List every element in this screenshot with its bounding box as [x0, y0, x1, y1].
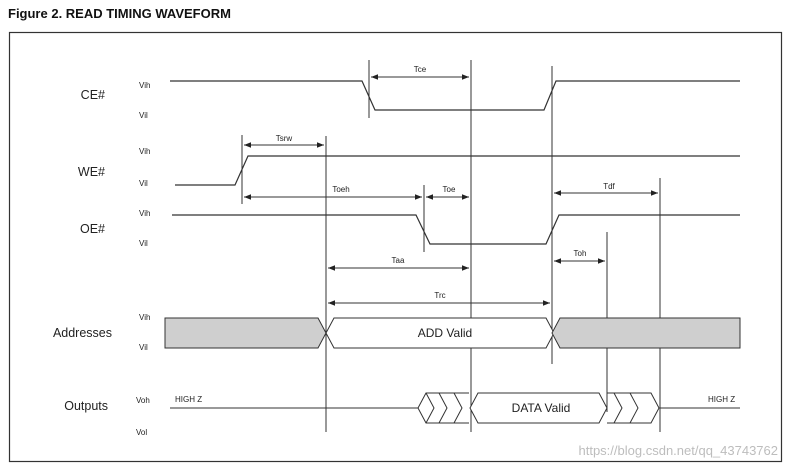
output-data-valid-region: [469, 392, 608, 424]
tce-dimension: Tce: [371, 65, 469, 80]
address-invalid-right: [551, 317, 741, 349]
toe-label: Toe: [443, 185, 456, 194]
output-transition-left: [417, 392, 469, 424]
oe-waveform: [172, 214, 740, 245]
taa-dimension: Taa: [328, 256, 469, 271]
watermark-text: https://blog.csdn.net/qq_43743762: [579, 443, 779, 458]
toh-dimension: Toh: [554, 249, 605, 264]
toeh-dimension: Toeh: [244, 185, 422, 200]
addr-vil: Vil: [139, 343, 148, 352]
out-hiz-left-label: HIGH Z: [175, 395, 202, 404]
tsrw-dimension: Tsrw: [244, 134, 324, 148]
tsrw-label: Tsrw: [276, 134, 293, 143]
we-label: WE#: [78, 165, 105, 179]
figure-frame: [8, 31, 783, 463]
addresses-label: Addresses: [53, 326, 112, 340]
out-voh: Voh: [136, 396, 150, 405]
toe-dimension: Toe: [426, 185, 469, 200]
address-invalid-left: [164, 317, 327, 349]
ce-label: CE#: [81, 88, 105, 102]
toh-label: Toh: [574, 249, 587, 258]
toeh-label: Toeh: [332, 185, 349, 194]
figure-title: Figure 2. READ TIMING WAVEFORM: [8, 6, 231, 21]
we-vil: Vil: [139, 179, 148, 188]
out-hiz-right-label: HIGH Z: [708, 395, 735, 404]
oe-vih: Vih: [139, 209, 150, 218]
oe-label: OE#: [80, 222, 105, 236]
we-waveform: [175, 155, 740, 186]
address-valid-region: [325, 317, 555, 349]
ce-waveform: [170, 80, 740, 111]
out-vol: Vol: [136, 428, 147, 437]
taa-label: Taa: [392, 256, 405, 265]
address-valid-label: ADD Valid: [418, 326, 472, 340]
ce-vih: Vih: [139, 81, 150, 90]
tdf-label: Tdf: [603, 182, 615, 191]
output-transition-right: [607, 392, 660, 424]
output-data-valid-label: DATA Valid: [512, 401, 571, 415]
tce-label: Tce: [414, 65, 427, 74]
tdf-dimension: Tdf: [554, 182, 658, 196]
trc-dimension: Trc: [328, 291, 550, 306]
trc-label: Trc: [434, 291, 445, 300]
addr-vih: Vih: [139, 313, 150, 322]
we-vih: Vih: [139, 147, 150, 156]
oe-vil: Vil: [139, 239, 148, 248]
outputs-label: Outputs: [64, 399, 108, 413]
ce-vil: Vil: [139, 111, 148, 120]
